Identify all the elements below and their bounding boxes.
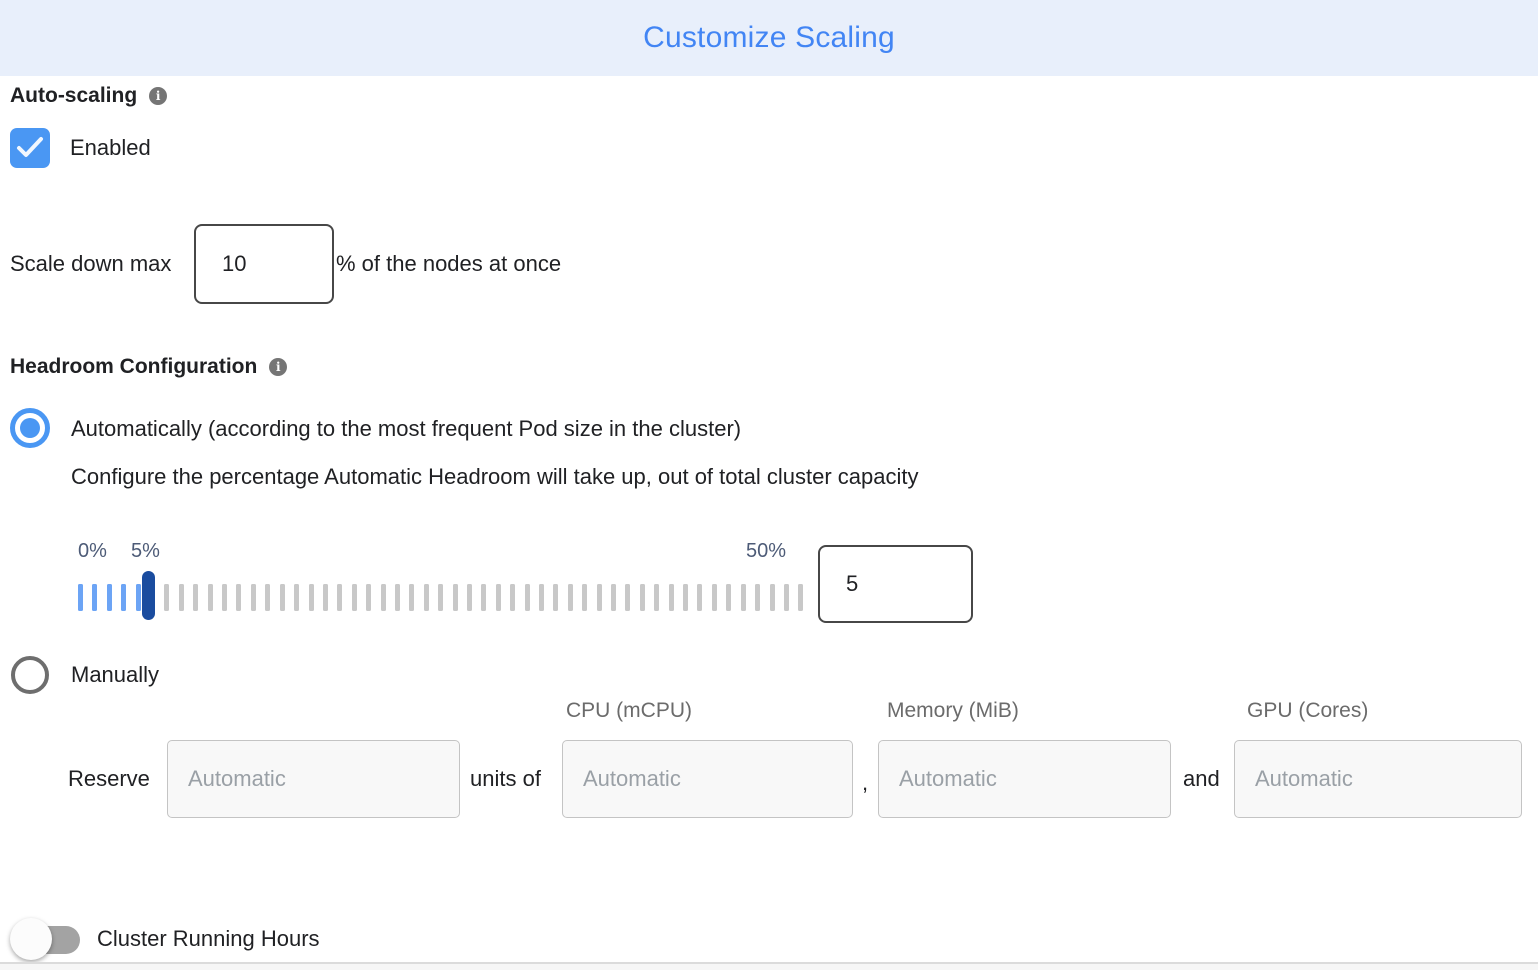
- enabled-label: Enabled: [70, 135, 151, 160]
- slider-tick: [683, 584, 689, 611]
- reserve-label: Reserve: [68, 766, 150, 791]
- bottom-strip: [0, 964, 1538, 970]
- slider-tick: [740, 584, 746, 611]
- slider-max-label: 50%: [746, 540, 787, 562]
- reserve-gpu-input[interactable]: [1234, 740, 1522, 818]
- toggle-knob[interactable]: [10, 918, 52, 960]
- slider-tick: [92, 584, 98, 611]
- info-icon[interactable]: i: [269, 358, 288, 376]
- slider-tick: [322, 584, 328, 611]
- headroom-automatic-radio[interactable]: [10, 408, 50, 448]
- slider-tick: [611, 584, 617, 611]
- bottom-divider: [0, 962, 1538, 964]
- slider-tick: [423, 584, 429, 611]
- slider-tick: [366, 584, 372, 611]
- slider-tick: [250, 584, 256, 611]
- page-title: Customize Scaling: [643, 21, 895, 54]
- slider-tick: [769, 584, 775, 611]
- slider-tick: [582, 584, 588, 611]
- slider-tick: [654, 584, 660, 611]
- slider-tick: [625, 584, 631, 611]
- slider-tick: [121, 584, 127, 611]
- slider-tick: [308, 584, 314, 611]
- cluster-running-hours-label: Cluster Running Hours: [97, 926, 320, 951]
- slider-tick: [596, 584, 602, 611]
- slider-tick: [452, 584, 458, 611]
- slider-tick: [481, 584, 487, 611]
- headroom-slider-ticks[interactable]: [78, 584, 804, 611]
- checkmark-icon: [17, 137, 43, 157]
- slider-tick: [466, 584, 472, 611]
- slider-tick: [553, 584, 559, 611]
- slider-tick: [164, 584, 170, 611]
- slider-tick: [236, 584, 242, 611]
- headroom-automatic-description: Configure the percentage Automatic Headr…: [71, 464, 919, 489]
- headroom-manually-label: Manually: [71, 662, 160, 687]
- headroom-configuration-label: Headroom Configuration: [10, 355, 258, 378]
- slider-tick: [380, 584, 386, 611]
- slider-tick: [409, 584, 415, 611]
- slider-tick: [78, 584, 83, 611]
- headroom-percentage-input[interactable]: [818, 545, 973, 623]
- slider-tick: [726, 584, 732, 611]
- scale-down-max-label: Scale down max: [10, 251, 172, 276]
- slider-tick: [265, 584, 271, 611]
- info-icon[interactable]: i: [149, 87, 168, 105]
- scale-down-max-input[interactable]: [194, 224, 334, 304]
- slider-tick: [510, 584, 516, 611]
- headroom-automatic-label: Automatically (according to the most fre…: [71, 416, 742, 441]
- cpu-column-header: CPU (mCPU): [566, 699, 692, 722]
- slider-tick: [783, 584, 789, 611]
- slider-tick: [668, 584, 674, 611]
- slider-tick: [178, 584, 184, 611]
- slider-tick: [222, 584, 228, 611]
- slider-tick: [294, 584, 300, 611]
- slider-tick: [337, 584, 343, 611]
- slider-tick: [106, 584, 112, 611]
- slider-tick: [193, 584, 199, 611]
- scale-down-max-suffix: % of the nodes at once: [336, 251, 562, 276]
- auto-scaling-label: Auto-scaling: [10, 84, 138, 107]
- slider-tick: [207, 584, 213, 611]
- reserve-units-input[interactable]: [167, 740, 460, 818]
- slider-tick: [495, 584, 501, 611]
- auto-scaling-enabled-checkbox[interactable]: [10, 128, 50, 168]
- panel-header: Customize Scaling: [0, 0, 1538, 76]
- memory-column-header: Memory (MiB): [887, 699, 1019, 722]
- reserve-memory-input[interactable]: [878, 740, 1171, 818]
- slider-tick: [351, 584, 357, 611]
- units-of-label: units of: [470, 766, 541, 791]
- comma-separator: ,: [862, 770, 869, 795]
- slider-tick: [697, 584, 703, 611]
- slider-min-label: 0%: [78, 540, 107, 562]
- reserve-cpu-input[interactable]: [562, 740, 853, 818]
- gpu-column-header: GPU (Cores): [1247, 699, 1369, 722]
- cluster-running-hours-toggle[interactable]: [10, 916, 92, 962]
- and-label: and: [1183, 766, 1220, 791]
- slider-tick: [135, 584, 141, 611]
- slider-tick: [539, 584, 544, 611]
- slider-tick: [755, 584, 761, 611]
- headroom-slider-handle[interactable]: [142, 571, 155, 620]
- headroom-manually-radio[interactable]: [11, 656, 49, 694]
- slider-tick: [524, 584, 530, 611]
- slider-current-label: 5%: [131, 540, 160, 562]
- slider-tick: [711, 584, 717, 611]
- slider-tick: [798, 584, 804, 611]
- slider-tick: [279, 584, 285, 611]
- slider-tick: [567, 584, 573, 611]
- slider-tick: [438, 584, 444, 611]
- slider-tick: [394, 584, 400, 611]
- slider-tick: [639, 584, 645, 611]
